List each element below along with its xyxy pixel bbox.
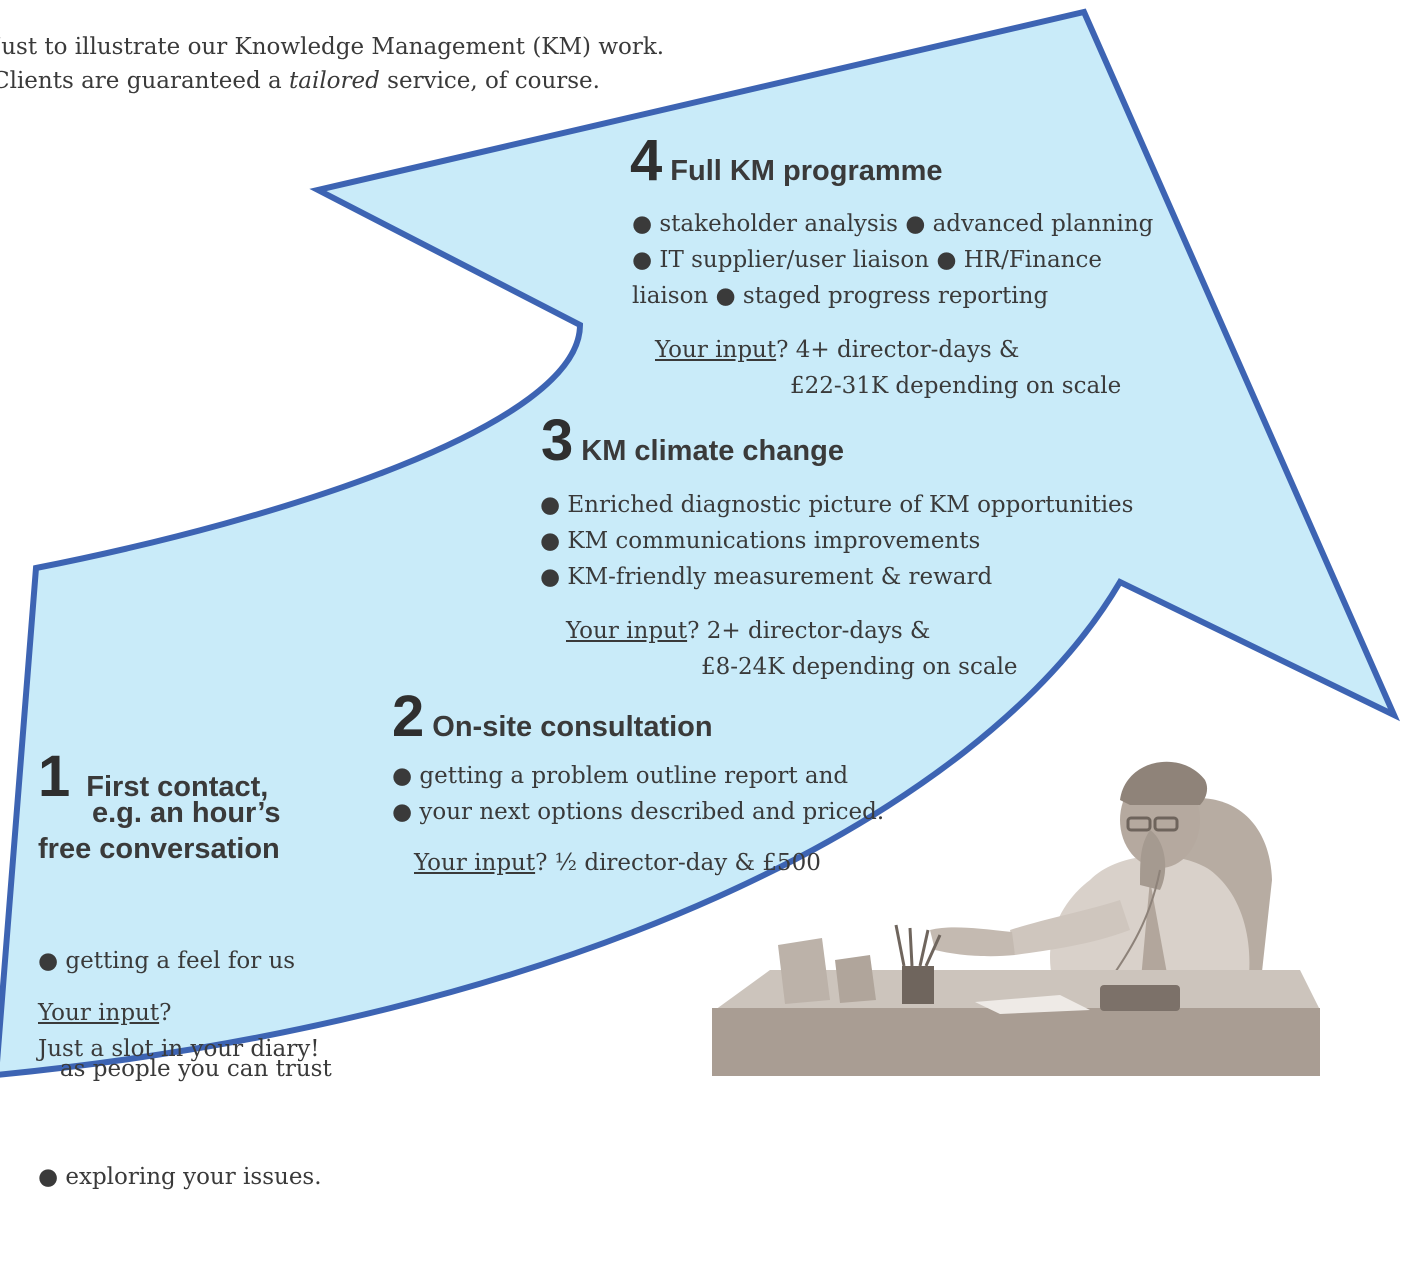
intro-line-1: Just to illustrate our Knowledge Managem… [0,34,665,60]
stage-1-bullet: ● getting a feel for us [38,948,296,974]
stage-4-input-detail: ? 4+ director-days & [776,337,1020,363]
stage-2-input-label: Your input [414,850,536,876]
stage-3-bullet: ● KM communications improvements [540,528,981,554]
stage-1-heading: 1 First contact, [38,744,269,809]
stage-2-bullet: ● getting a problem outline report and [392,763,849,789]
stage-3-title: KM climate change [581,435,844,467]
stage-1-input-line-1: Your input? [38,995,319,1031]
stage-2-bullets: ● getting a problem outline report and ●… [392,758,884,830]
intro-text: Just to illustrate our Knowledge Managem… [0,30,664,98]
stage-1-title-line-3: free conversation [38,833,280,865]
stage-4-number: 4 [630,128,663,193]
stage-2-input: Your input? ½ director-day & £500 [414,845,821,881]
stage-1-bullet: ● exploring your issues. [38,1164,322,1190]
intro-line-2-end: service, of course. [379,68,600,94]
stage-1-title-line-2: e.g. an hour’s [92,797,281,829]
stage-3-input: Your input? 2+ director-days & £8-24K de… [566,613,1018,685]
stage-2-bullet: ● your next options described and priced… [392,799,885,825]
stage-1-heading-row: 1 First contact, [38,744,269,809]
stage-3-bullet: ● Enriched diagnostic picture of KM oppo… [540,492,1134,518]
stage-3-bullets: ● Enriched diagnostic picture of KM oppo… [540,487,1133,595]
intro-line-2: Clients are guaranteed a tailored servic… [0,64,664,98]
stage-2-heading: 2 On-site consultation [392,684,713,749]
stage-2-input-detail: ? ½ director-day & £500 [535,850,821,876]
stage-2-title: On-site consultation [432,711,713,743]
stage-3-bullet: ● KM-friendly measurement & reward [540,564,993,590]
stage-1-title-line-1: First contact, [86,771,269,803]
stage-4-input-label: Your input [655,337,777,363]
stage-1-bullets: ● getting a feel for us as people you ca… [38,871,332,1267]
stage-1-title-rest: e.g. an hour’s free conversation [38,795,281,867]
stage-4-bullet: ● IT supplier/user liaison ● HR/Finance [632,247,1102,273]
stage-4-bullets: ● stakeholder analysis ● advanced planni… [632,206,1153,314]
stage-1-input: Your input? Just a slot in your diary! [38,995,319,1067]
businessman-on-phone-at-desk-icon [712,761,1320,1076]
stage-3-input-line-2: £8-24K depending on scale [701,654,1018,680]
stage-1-input-q: ? [159,1000,172,1026]
intro-emphasis: tailored [289,68,380,94]
stage-4-input: Your input? 4+ director-days & £22-31K d… [655,332,1121,404]
stage-4-input-line-1: Your input? 4+ director-days & [655,332,1121,368]
stage-3-heading: 3 KM climate change [541,408,844,473]
stage-2-number: 2 [392,684,425,749]
stage-1-number: 1 [38,744,71,809]
stage-4-input-line-2: £22-31K depending on scale [790,373,1122,399]
intro-line-2-start: Clients are guaranteed a [0,68,290,94]
stage-4-bullet: liaison ● staged progress reporting [632,283,1049,309]
stage-4-title: Full KM programme [670,155,943,187]
stage-1-bullet: as people you can trust [38,1056,332,1082]
growth-arrow-shape [0,8,1401,1078]
stage-3-input-detail: ? 2+ director-days & [687,618,931,644]
stage-4-bullet: ● stakeholder analysis ● advanced planni… [632,211,1154,237]
stage-1-input-line-2: Just a slot in your diary! [38,1036,320,1062]
stage-3-input-line-1: Your input? 2+ director-days & [566,613,1018,649]
stage-3-input-label: Your input [566,618,688,644]
stage-4-heading: 4 Full KM programme [630,128,943,193]
km-service-diagram: Just to illustrate our Knowledge Managem… [0,8,1401,1190]
stage-1-input-label: Your input [38,1000,160,1026]
stage-3-number: 3 [541,408,574,473]
